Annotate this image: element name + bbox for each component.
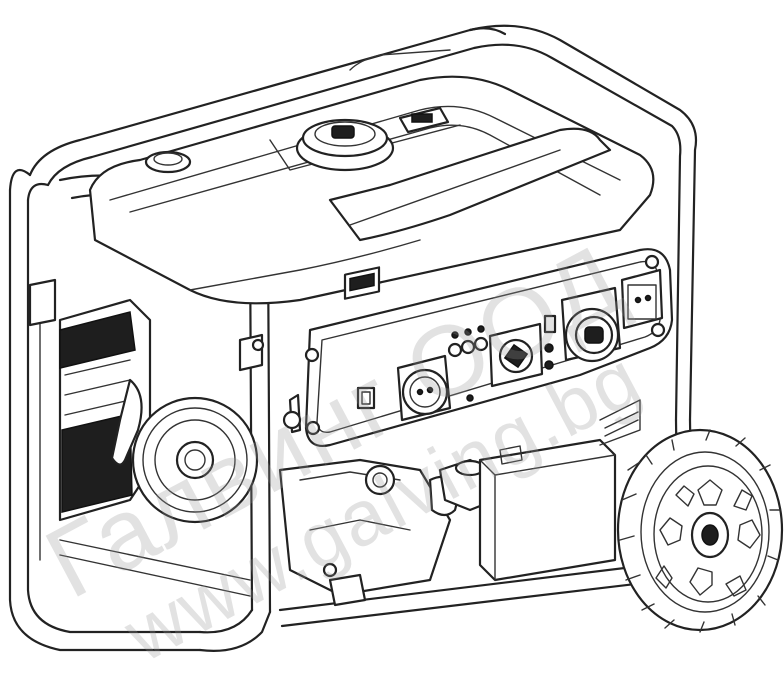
fuel-gauge-icon <box>144 150 192 174</box>
toggle-icon <box>543 314 557 370</box>
battery-box <box>478 438 617 582</box>
small-switch-icon <box>356 386 376 410</box>
recoil-starter-icon <box>131 396 259 524</box>
power-socket-right-icon <box>620 268 664 330</box>
fuel-cap-icon <box>295 118 395 172</box>
rotary-switch-icon <box>488 322 544 388</box>
engine-block <box>278 458 462 607</box>
fuel-tank <box>88 49 655 305</box>
power-socket-icon <box>396 354 452 422</box>
breaker-switch-icon <box>447 325 489 402</box>
alternator <box>599 399 641 446</box>
tank-clip <box>398 106 450 134</box>
wheel-icon <box>616 428 784 633</box>
industrial-socket-icon <box>560 286 622 363</box>
base-rails <box>28 278 302 597</box>
voltmeter-icon <box>343 266 381 300</box>
air-filter <box>58 298 152 522</box>
